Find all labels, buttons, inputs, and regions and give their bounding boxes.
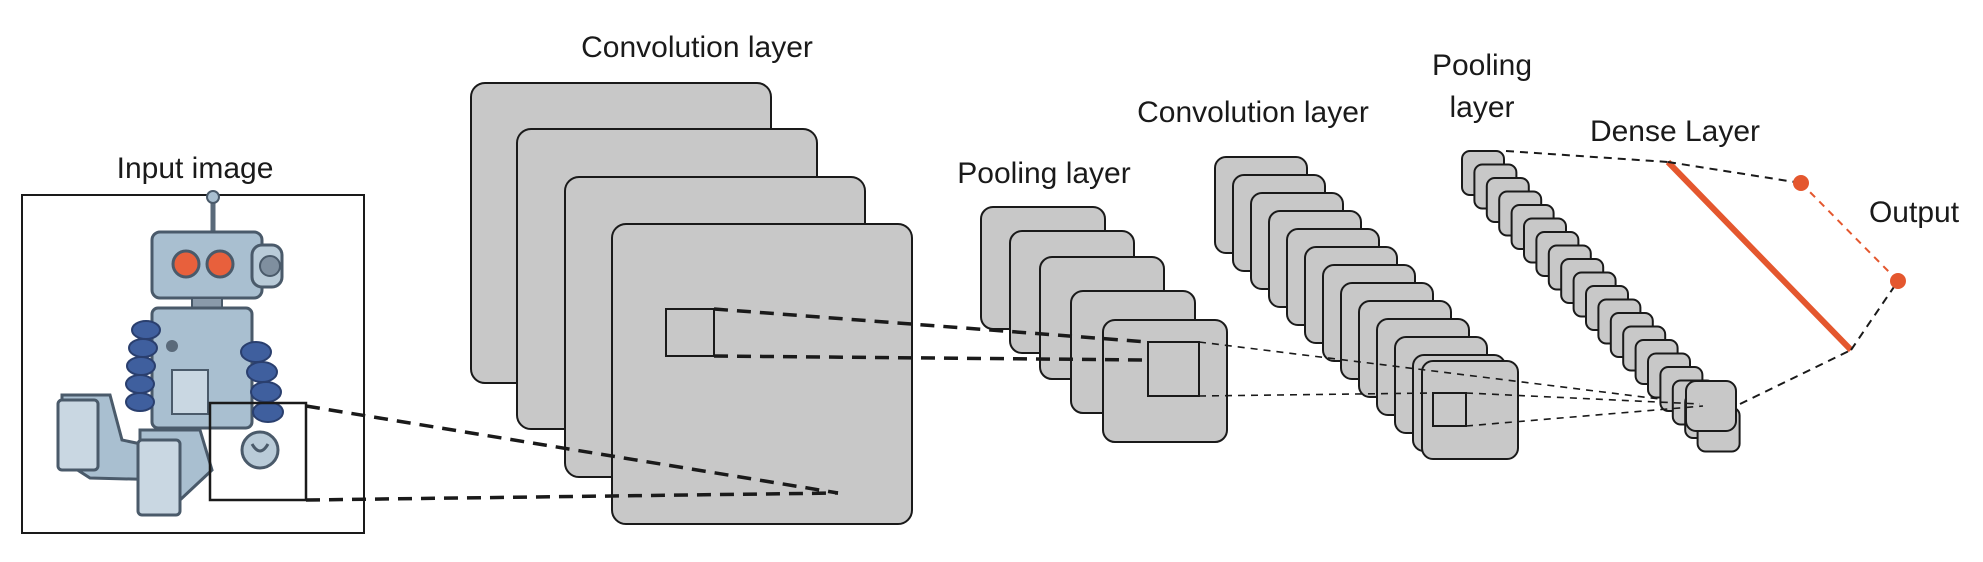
connection-pool1-conv2	[1198, 341, 1701, 405]
conv1-feature-map	[611, 223, 913, 525]
pooling-layer-2	[1461, 150, 1741, 453]
label-conv-layer-1: Convolution layer	[581, 31, 813, 64]
dense-layer-bar	[1665, 159, 1854, 353]
conv2-feature-map	[1421, 360, 1519, 460]
conv1-receptive-field	[665, 308, 715, 357]
robot-toy-image	[56, 190, 284, 517]
label-dense-layer: Dense Layer	[1590, 115, 1760, 148]
pool1-receptive-field	[1147, 341, 1200, 397]
label-conv-layer-2: Convolution layer	[1137, 96, 1369, 129]
input-receptive-field	[208, 401, 308, 502]
connection-conv2-dense	[1465, 392, 1704, 427]
conv2-receptive-field	[1432, 392, 1467, 427]
input-image-panel	[21, 190, 365, 534]
conv-layer-2	[1214, 156, 1519, 460]
label-output: Output	[1869, 196, 1960, 229]
pool2-feature-map	[1685, 380, 1737, 432]
pool1-feature-map	[1102, 319, 1228, 443]
output-layer	[1793, 175, 1906, 289]
label-pooling-layer-2-line2: layer	[1449, 91, 1514, 124]
dense-layer	[1505, 150, 1899, 405]
output-node	[1890, 273, 1906, 289]
connection-input-conv1	[305, 404, 839, 502]
label-pooling-layer-2-line1: Pooling	[1432, 49, 1532, 82]
output-node	[1793, 175, 1809, 191]
label-input-image: Input image	[117, 152, 274, 185]
pooling-layer-1	[980, 206, 1228, 443]
label-pooling-layer-1: Pooling layer	[957, 157, 1130, 190]
conv-layer-1	[470, 82, 913, 525]
connection-conv1-pool1	[713, 307, 1149, 362]
